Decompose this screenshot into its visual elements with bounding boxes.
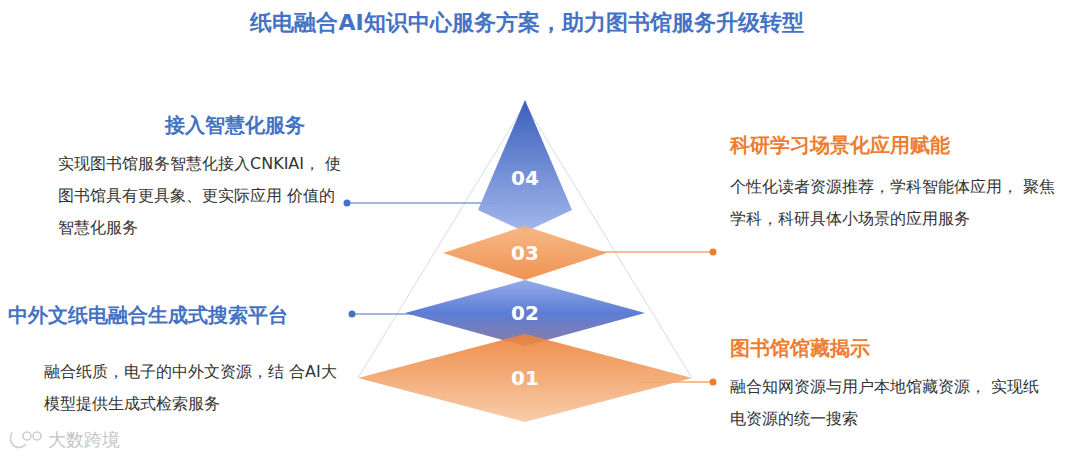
layer-number: 01 <box>511 366 539 390</box>
layer-number: 03 <box>511 241 539 265</box>
watermark-logo <box>10 432 41 448</box>
watermark: 大数跨境 <box>48 428 120 452</box>
layer-outline <box>358 334 692 422</box>
callout-heading: 图书馆馆藏揭示 <box>730 335 870 362</box>
leader-line <box>349 311 413 318</box>
callout-body: 融合知网资源与用户本地馆藏资源， 实现纸电资源的统一搜索 <box>730 371 1050 435</box>
layer-outline <box>478 100 572 232</box>
callout-heading: 中外文纸电融合生成式搜索平台 <box>8 302 288 329</box>
callout-body: 实现图书馆服务智慧化接入CNKIAI， 使图书馆具有更具象、更实际应用 价值的智… <box>58 148 350 244</box>
pyramid-layer: 03 <box>443 226 607 280</box>
pyramid-layer: 01 <box>358 334 692 422</box>
callout-heading: 接入智慧化服务 <box>165 112 305 139</box>
pyramid-layer: 04 <box>478 100 572 232</box>
leader-line <box>344 200 495 207</box>
callout-heading: 科研学习场景化应用赋能 <box>730 132 950 159</box>
callout-body: 个性化读者资源推荐，学科智能体应用， 聚焦学科，科研具体小场景的应用服务 <box>730 171 1065 235</box>
leader-line <box>600 249 717 256</box>
callout-body: 融合纸质，电子的中外文资源，结 合AI大模型提供生成式检索服务 <box>44 356 344 420</box>
layer-outline <box>443 226 607 280</box>
layer-number: 04 <box>511 166 539 190</box>
title: 纸电融合AI知识中心服务方案，助力图书馆服务升级转型 <box>250 8 803 38</box>
layer-number: 02 <box>511 301 539 325</box>
